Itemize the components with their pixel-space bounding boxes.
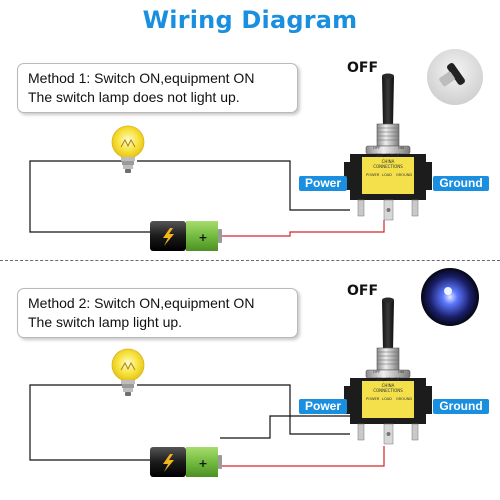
switch-1-label-off: OFF (373, 145, 380, 150)
method-2-line-1: Method 2: Switch ON,equipment ON (28, 295, 255, 311)
ground-tag-1: Ground (433, 176, 489, 191)
switch-1-label-connections: CONNECTIONS (373, 164, 403, 169)
battery-1-icon (150, 221, 222, 251)
ground-tag-2: Ground (433, 399, 489, 414)
switch-1-label-rating: 30A, 12V DC (375, 153, 401, 158)
toggle-switch-2-icon (343, 297, 433, 445)
power-tag-1: Power (299, 176, 347, 191)
method-1-box: Method 1: Switch ON,equipment ON The swi… (17, 63, 298, 113)
switch-1-off-label: OFF (347, 60, 379, 76)
switch-1-label-power: POWER (366, 173, 380, 177)
switch-1-label-origin: CHINA (382, 159, 395, 164)
battery-1-plus-symbol: + (198, 231, 207, 244)
switch-2-label-connections: CONNECTIONS (373, 388, 403, 393)
switch-2-label-rating: 30A, 12V DC (375, 377, 401, 382)
switch-1-label-on: ON (398, 145, 404, 150)
switch-1-label-ground: GROUND (396, 173, 412, 177)
page-title: Wiring Diagram (142, 6, 358, 34)
switch-1-label-load: LOAD (382, 173, 392, 177)
switch-2-label-off: OFF (373, 369, 380, 374)
toggle-switch-1-icon (343, 73, 433, 221)
method-2-line-2: The switch lamp light up. (28, 314, 183, 330)
switch-2-label-load: LOAD (382, 397, 392, 401)
power-tag-2: Power (299, 399, 347, 414)
method-1-line-1: Method 1: Switch ON,equipment ON (28, 70, 255, 86)
switch-2-label-on: ON (398, 369, 404, 374)
indicator-1-unlit-icon (427, 49, 483, 105)
bulb-1-icon (111, 125, 145, 173)
method-1-line-2: The switch lamp does not light up. (28, 89, 240, 105)
section-divider (0, 260, 500, 261)
method-2-box: Method 2: Switch ON,equipment ON The swi… (17, 288, 298, 338)
switch-2-label-ground: GROUND (396, 397, 412, 401)
battery-2-plus-symbol: + (198, 457, 207, 470)
switch-2-label-origin: CHINA (382, 383, 395, 388)
switch-2-label-power: POWER (366, 397, 380, 401)
switch-2-off-label: OFF (347, 283, 379, 299)
bulb-2-icon (111, 348, 145, 396)
battery-2-icon (150, 447, 222, 477)
indicator-2-lit-icon (421, 268, 479, 326)
